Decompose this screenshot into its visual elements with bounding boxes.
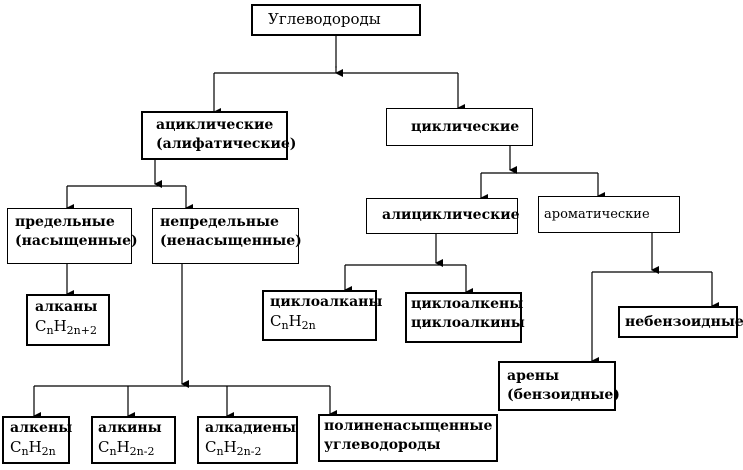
polyunsaturated-label-line2: углеводороды	[324, 437, 441, 453]
alkadienes-node: алкадиены CnH2n-2	[197, 416, 298, 464]
saturated-label-line1: предельные	[15, 214, 115, 230]
alkenes-node: алкены CnH2n	[2, 416, 73, 464]
nonbenzenoid-node: небензоидные	[618, 306, 743, 338]
arenes-label-line1: арены	[507, 368, 560, 384]
unsaturated-label-line2: (ненасыщенные)	[160, 233, 302, 249]
aromatic-node: ароматические	[538, 196, 680, 233]
alkenes-name: алкены	[10, 420, 73, 436]
unsaturated-node: непредельные (ненасыщенные)	[152, 208, 302, 264]
acyclic-label-line1: ациклические	[156, 117, 274, 133]
arenes-label-line2: (бензоидные)	[507, 387, 620, 403]
alkadienes-name: алкадиены	[205, 420, 297, 436]
alkanes-node: алканы CnH2n+2	[26, 294, 110, 346]
saturated-label-line2: (насыщенные)	[15, 233, 138, 249]
alkenes-formula: CnH2n	[10, 438, 56, 458]
cycloalkanes-node: циклоалканы CnH2n	[262, 290, 383, 341]
acyclic-node: ациклические (алифатические)	[141, 111, 297, 160]
alkanes-formula: CnH2n+2	[35, 317, 97, 337]
alkadienes-formula: CnH2n-2	[205, 438, 262, 458]
acyclic-label-line2: (алифатические)	[156, 136, 297, 152]
alkynes-name: алкины	[98, 420, 162, 436]
cycloalkanes-name: циклоалканы	[270, 294, 383, 310]
alicyclic-node: алициклические	[366, 198, 520, 234]
unsaturated-label-line1: непредельные	[160, 214, 279, 230]
root-label: Углеводороды	[268, 10, 381, 28]
saturated-node: предельные (насыщенные)	[7, 208, 138, 264]
alkanes-name: алканы	[35, 299, 98, 315]
nonbenzenoid-label: небензоидные	[625, 314, 743, 330]
alkynes-formula: CnH2n-2	[98, 438, 155, 458]
root-node: Углеводороды	[251, 4, 421, 36]
cycloalkanes-formula: CnH2n	[270, 312, 316, 332]
cycloalkenes-label-line2: циклоалкины	[411, 315, 525, 331]
cyclic-label: циклические	[411, 119, 520, 135]
aromatic-label: ароматические	[544, 207, 650, 222]
cycloalkenes-node: циклоалкены циклоалкины	[405, 292, 525, 343]
polyunsaturated-node: полиненасыщенные углеводороды	[318, 414, 498, 462]
arenes-node: арены (бензоидные)	[498, 361, 620, 411]
alicyclic-label: алициклические	[382, 207, 520, 223]
polyunsaturated-label-line1: полиненасыщенные	[324, 418, 493, 434]
cycloalkenes-label-line1: циклоалкены	[411, 296, 524, 312]
cyclic-node: циклические	[386, 108, 533, 146]
alkynes-node: алкины CnH2n-2	[91, 416, 176, 464]
